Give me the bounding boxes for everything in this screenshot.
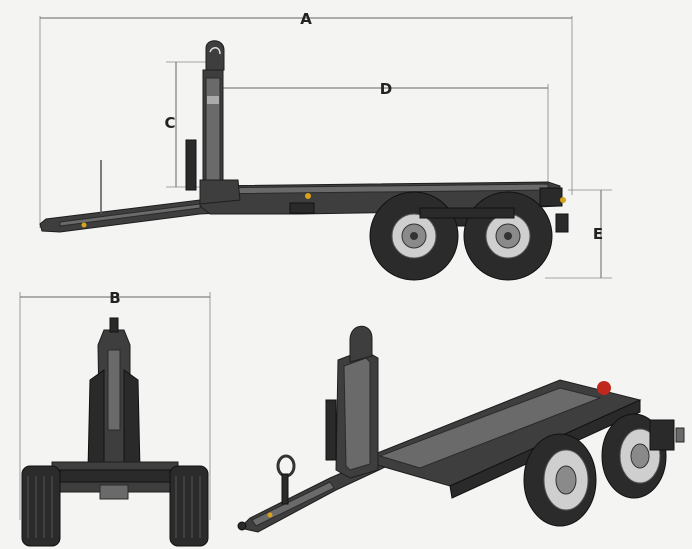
dimension-e: E	[545, 189, 612, 279]
dimension-label-c: C	[164, 114, 175, 132]
side-view: A D C E	[39, 10, 612, 281]
hook-arm	[185, 40, 241, 205]
dimension-d: D	[222, 80, 549, 188]
dimension-b: B	[19, 289, 211, 520]
dimension-label-e: E	[593, 225, 603, 243]
rear-wheel-right	[169, 465, 209, 547]
side-wheel-rear	[463, 191, 553, 281]
dimension-a: A	[39, 10, 573, 228]
dimension-label-d: D	[380, 80, 392, 98]
rear-view: B	[19, 289, 211, 547]
perspective-wheel-front	[523, 433, 597, 527]
dimension-label-a: A	[300, 10, 312, 28]
rear-light	[597, 381, 611, 395]
rear-wheel-left	[21, 465, 61, 547]
side-wheel-front	[369, 191, 459, 281]
perspective-view	[237, 325, 685, 533]
dimension-label-b: B	[109, 289, 120, 307]
